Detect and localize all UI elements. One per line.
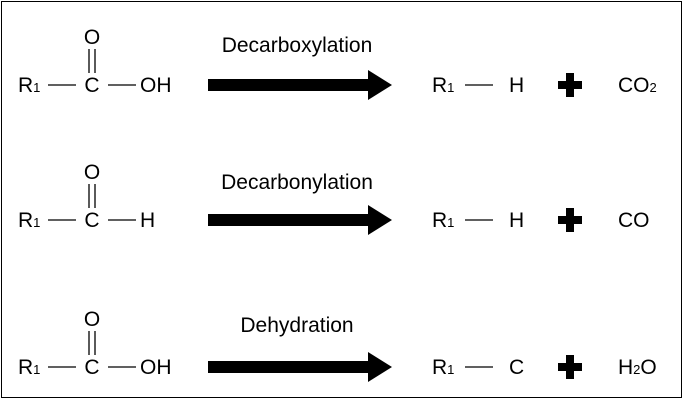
product-atom: H <box>509 209 524 232</box>
reactant-r-group: R1 <box>18 74 40 97</box>
byproduct-formula: H2O <box>618 356 657 379</box>
reactant-r-group: R1 <box>18 356 40 379</box>
reaction-label: Decarboxylation <box>222 34 373 57</box>
reactant-right-group: OH <box>140 356 172 379</box>
reaction-label: Dehydration <box>240 314 353 337</box>
product-r-group: R1 <box>432 74 454 97</box>
reaction-arrow <box>208 352 392 382</box>
product-atom: H <box>509 74 524 97</box>
carbonyl-oxygen: O <box>84 308 100 331</box>
reactant-r-group: R1 <box>18 209 40 232</box>
byproduct-formula: CO2 <box>618 74 657 97</box>
byproduct-formula: CO <box>618 209 650 232</box>
carbonyl-oxygen: O <box>84 161 100 184</box>
plus-sign <box>558 73 582 97</box>
reactant-right-group: H <box>140 209 155 232</box>
carbonyl-carbon: C <box>84 356 99 379</box>
reaction-label: Decarbonylation <box>221 171 373 194</box>
reaction-arrow <box>208 205 392 235</box>
product-atom: C <box>509 356 524 379</box>
reactant-right-group: OH <box>140 74 172 97</box>
carbonyl-oxygen: O <box>84 26 100 49</box>
carbonyl-carbon: C <box>84 74 99 97</box>
product-r-group: R1 <box>432 356 454 379</box>
reaction-arrow <box>208 70 392 100</box>
plus-sign <box>558 208 582 232</box>
product-r-group: R1 <box>432 209 454 232</box>
carbonyl-carbon: C <box>84 209 99 232</box>
plus-sign <box>558 355 582 379</box>
